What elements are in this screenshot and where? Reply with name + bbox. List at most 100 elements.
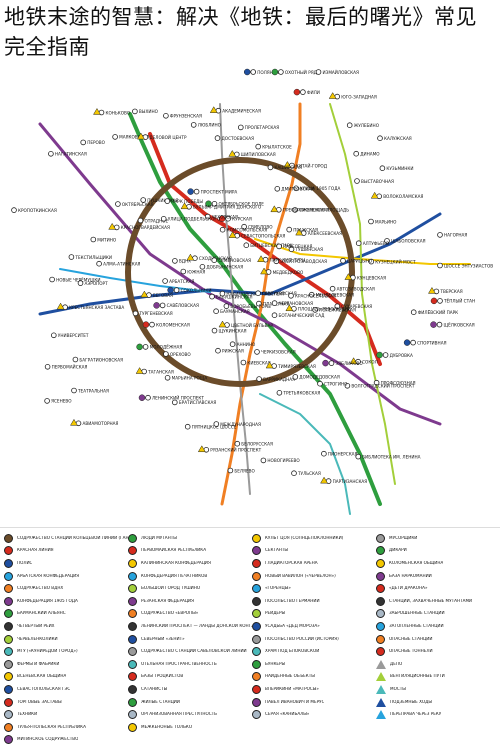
legend-swatch-icon [252, 710, 261, 719]
legend-item: ВСЕНЕВСКАЯ ОБЩИНА [4, 671, 128, 684]
legend-item: ДЕПО [376, 658, 500, 671]
station-dot [287, 227, 292, 232]
station-label: ТЕАТРАЛЬНАЯ [77, 388, 109, 393]
station-label: КУНЦЕВСКАЯ [357, 275, 386, 280]
station-dot [322, 451, 327, 456]
circle-emblem-icon [154, 302, 160, 308]
legend-swatch-icon [128, 685, 137, 694]
station-dot [141, 198, 146, 203]
legend-label: КРАСНАЯ ЛИНИЯ [17, 548, 54, 553]
station-label: АРБАТСКАЯ [169, 279, 194, 284]
legend-label: БАЗЫ ТРОЦКИСТОВ [141, 674, 183, 679]
circle-emblem-icon [431, 298, 437, 304]
legend-swatch-icon [128, 647, 137, 656]
legend-swatch-icon [252, 534, 261, 543]
legend-item: НОВЫЙ ВАВИЛОН («ЧЕРВЕЛОН») [252, 570, 376, 583]
station-label: ТЕКСТИЛЬЩИКИ [74, 255, 112, 260]
station-dot [255, 350, 260, 355]
station-dot [251, 70, 256, 75]
legend-label: ПОДЗЕМНЫЕ ХОДЫ [390, 700, 432, 705]
legend-item: ЗАБРОШЕННЫЕ СТАНЦИИ [376, 608, 500, 621]
legend-swatch-icon [376, 609, 385, 618]
legend-label: СЕВЕРНЫЙ «ЗЕНИТ» [141, 637, 185, 642]
station-dot [72, 388, 77, 393]
station-dot [275, 186, 280, 191]
legend-item: ТОРГОВЫЕ ЗАСТАВЫ [4, 696, 128, 709]
station-label: МОЛОДЁЖНАЯ [150, 345, 183, 350]
station-dot [181, 269, 186, 274]
station-dot [210, 294, 215, 299]
legend-item: СОДРУЖЕСТВО СТАНЦИЙ САВЁЛОВСКОЙ ЛИНИИ [128, 645, 252, 658]
legend-label: ОТЕЛЬНАЯ ПРОСТРАНСТВЕННОСТЬ [141, 662, 217, 667]
station-dot [257, 377, 262, 382]
station-dot [185, 424, 190, 429]
legend-swatch-icon [4, 660, 13, 669]
station-dot [268, 165, 273, 170]
station-label: СТРОГИНО [324, 382, 348, 387]
station-label: БИБЛИОТЕКА ИМ. ЛЕНИНА [362, 454, 420, 459]
legend-item: ПЕРВОМАЙСКАЯ РЕСПУБЛИКА [128, 545, 252, 558]
legend-label: ЧЕТВЁРТЫЙ РЕЙХ [17, 624, 55, 629]
station-dot [91, 237, 96, 242]
station-dot [216, 348, 221, 353]
legend-swatch-icon [252, 584, 261, 593]
station-dot [438, 263, 443, 268]
station-dot [81, 140, 86, 145]
station-dot [160, 303, 165, 308]
legend-label: СОДРУЖЕСТВО СТАНЦИЙ САВЁЛОВСКОЙ ЛИНИИ [141, 649, 247, 654]
legend-item: БОЛЬШОЙ ГОРОД ТУШИНО [128, 582, 252, 595]
station-label: ТУРГЕНЕВСКАЯ [139, 311, 173, 316]
legend-item: ПОСОЛЬСТВО ГЕРМАНИИ [252, 595, 376, 608]
legend-swatch-icon [376, 635, 385, 644]
station-dot [241, 360, 246, 365]
legend-label: ГЛАДИАТОРСКАЯ АРЕНА [265, 561, 318, 566]
circle-emblem-icon [143, 322, 149, 328]
station-label: ЩЁЛКОВСКАЯ [444, 322, 475, 327]
station-label: САВЁЛОВСКАЯ [167, 303, 199, 308]
legend-swatch-icon [4, 584, 13, 593]
station-dot [293, 375, 298, 380]
station-dot [45, 364, 50, 369]
legend-swatch-icon [4, 622, 13, 631]
metro-line [150, 134, 380, 364]
station-dot [378, 136, 383, 141]
legend-label: ДЕПО [390, 662, 402, 667]
legend-swatch-icon [376, 685, 386, 694]
station-dot [215, 136, 220, 141]
legend-label: ПЕРЕПРАВА ЧЕРЕЗ РЕКУ [390, 712, 441, 717]
station-dot [49, 151, 54, 156]
legend-label: БАУМАНСКИЙ АЛЬЯНС [17, 611, 66, 616]
circle-emblem-icon [188, 189, 194, 195]
station-label: ПЕРОВО [87, 140, 105, 145]
legend-label: ЧЕРВЕЛЕНКОЛИКИ [17, 637, 58, 642]
legend-label: «ДЕТИ ДРАКОНА» [389, 586, 428, 591]
station-dot [289, 293, 294, 298]
legend-item: КОЛОМЕНСКАЯ ОБЩИНА [376, 557, 500, 570]
station-label: АЛМА-АТИНСКАЯ [103, 262, 140, 267]
station-dot [292, 471, 297, 476]
legend-label: САТАНИСТЫ [141, 687, 167, 692]
station-label: ТВЕРСКАЯ [439, 289, 462, 294]
circle-emblem-icon [137, 344, 143, 350]
legend-item: СЕРАЯ «КАНИБАЛЫ» [252, 708, 376, 721]
station-label: КРАСНОСЕЛЬСКАЯ [295, 294, 336, 299]
legend-label: ЖИЛЫЕ СТАНЦИИ [141, 700, 180, 705]
legend-label: КУЛЬТ ЦОЯ (СОЛНЦЕПОКЛОННИКИ) [265, 536, 343, 541]
legend-item: ПОЛИС [4, 557, 128, 570]
legend-item: ПЕРЕПРАВА ЧЕРЕЗ РЕКУ [376, 708, 500, 721]
station-label: БРАТИСЛАВСКАЯ [179, 400, 217, 405]
legend-item: ПОСОЛЬСТВО РОССИИ (ИСТОРИЯ) [252, 633, 376, 646]
station-dot [146, 395, 151, 400]
legend-item: АРБАТСКАЯ КОНФЕДЕРАЦИЯ [4, 570, 128, 583]
circle-emblem-icon [294, 89, 300, 95]
legend-label: КОНФЕДЕРАЦИЯ ПЕЧАТНИКОВ [141, 574, 207, 579]
station-dot [78, 281, 83, 286]
legend-label: ВПЕРИКИНИ «МАТРОСЫ» [265, 687, 319, 692]
legend-swatch-icon [128, 597, 137, 606]
legend-item: СТАНЦИИ, ЗАХВАЧЕННЫЕ МУТАНТАМИ [376, 595, 500, 608]
legend-swatch-icon [252, 572, 261, 581]
legend-swatch-icon [252, 597, 261, 606]
station-label: СОКОЛЬНИКИ [181, 288, 212, 293]
station-label: БОТАНИЧЕСКИЙ САД [279, 313, 326, 318]
